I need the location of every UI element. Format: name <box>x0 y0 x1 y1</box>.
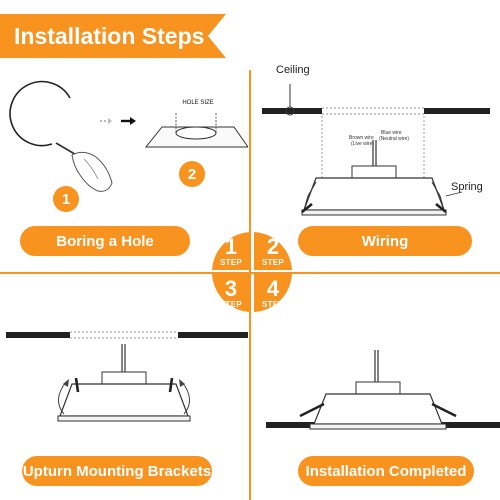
brown-wire-label: Brown wire <box>349 135 374 141</box>
panel-completed-illustration <box>266 350 500 430</box>
step-circle-1: 1 <box>53 186 79 212</box>
step-badge-1-word: STEP <box>219 257 243 267</box>
downlight-body <box>59 383 189 417</box>
step-badge-1-number: 1 <box>224 233 238 259</box>
step-badge-1: 1 STEP <box>212 232 250 270</box>
vertical-divider <box>249 70 251 500</box>
step-badge-3-number: 3 <box>224 275 238 301</box>
step-badge-4-number: 4 <box>266 275 280 301</box>
downlight-body <box>313 393 443 425</box>
panel-wiring-illustration <box>262 84 490 216</box>
title-banner <box>0 14 226 58</box>
step-badge-3-word: STEP <box>219 299 243 309</box>
page-title: Installation Steps <box>14 23 205 49</box>
arrow-left-icon <box>58 381 67 415</box>
panel-boring-illustration <box>9 80 248 192</box>
hole-icon <box>175 126 217 140</box>
step-badge-cluster: 1 STEP 2 STEP 3 STEP 4 STEP <box>212 232 292 312</box>
step-label-brackets: Upturn Mounting Brackets <box>22 456 212 486</box>
step-label-wiring: Wiring <box>298 226 472 256</box>
arrow-right-icon <box>181 381 190 415</box>
hole-size-label: HOLE SIZE <box>182 100 214 106</box>
blue-wire-sub-label: (Neutral wire) <box>379 136 410 142</box>
step-label-boring: Boring a Hole <box>20 226 190 256</box>
step-badge-2: 2 STEP <box>254 232 292 270</box>
panel-brackets-illustration <box>6 331 248 422</box>
step-badge-4: 4 STEP <box>254 274 292 312</box>
spring-right <box>431 181 445 211</box>
horizontal-divider <box>0 272 500 274</box>
ceiling-left <box>262 108 322 114</box>
step-circle-2: 2 <box>179 161 205 187</box>
spring-left <box>303 181 317 211</box>
hand-icon <box>71 151 113 192</box>
step-badge-4-word: STEP <box>261 299 285 309</box>
step-label-completed: Installation Completed <box>298 456 474 486</box>
driver-box <box>351 165 397 179</box>
ceiling-right <box>424 108 490 114</box>
step-badge-3: 3 STEP <box>212 274 250 312</box>
spring-label: Spring <box>451 181 483 193</box>
step-badge-2-word: STEP <box>261 257 285 267</box>
drawn-circle <box>9 80 71 147</box>
ceiling-label: Ceiling <box>276 64 310 76</box>
blue-wire-label: Blue wire <box>381 130 402 136</box>
brown-wire-sub-label: (Live wire) <box>351 141 375 147</box>
step-badge-2-number: 2 <box>266 233 280 259</box>
downlight-body <box>303 177 445 211</box>
